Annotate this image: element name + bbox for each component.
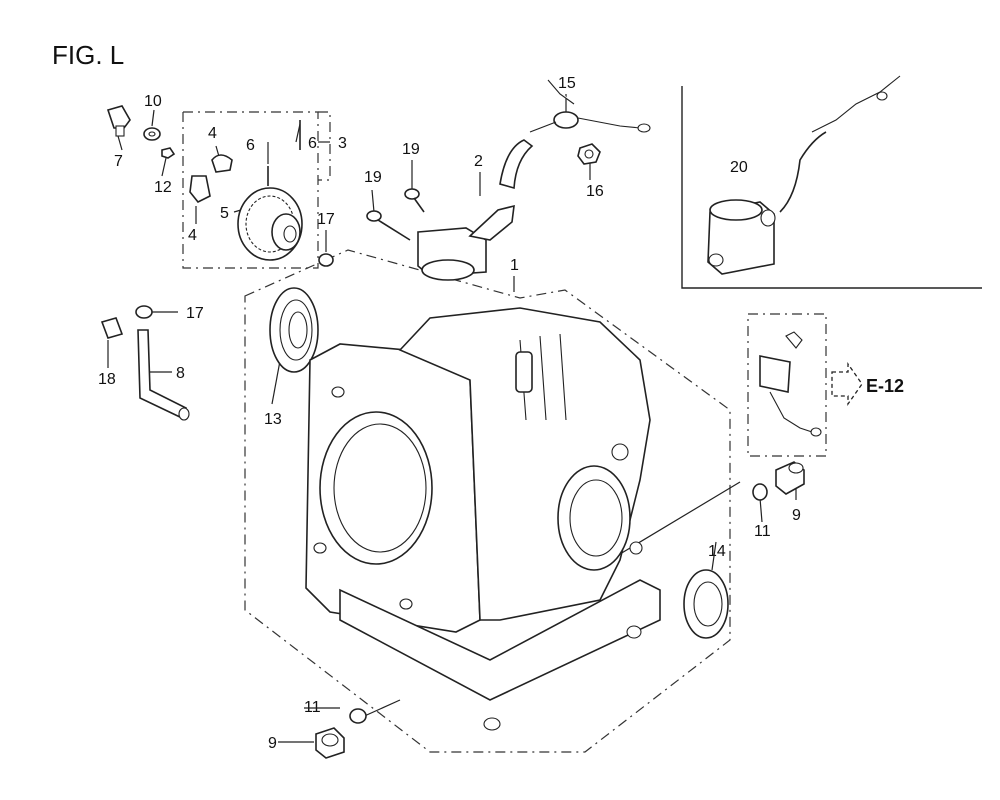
callout-3: 3 xyxy=(338,135,347,152)
callout-7: 7 xyxy=(114,153,123,170)
callout-19-left: 19 xyxy=(364,169,382,186)
callout-16: 16 xyxy=(586,183,604,200)
part-19-bolt-top xyxy=(404,188,425,213)
callout-9-bottom: 9 xyxy=(268,735,277,752)
reference-arrow xyxy=(831,361,863,407)
callout-9-right: 9 xyxy=(792,507,801,524)
callout-13: 13 xyxy=(264,411,282,428)
part-10-washer xyxy=(143,127,161,141)
callout-10: 10 xyxy=(144,93,162,110)
part-4-governor-weight-top xyxy=(211,154,233,173)
part-9-bolt-right xyxy=(775,461,805,495)
oil-alert-variant-box xyxy=(681,86,982,289)
part-17-nut-left xyxy=(135,305,153,319)
wiring-group-box xyxy=(747,313,827,457)
part-4-governor-weight-bottom xyxy=(189,175,211,204)
callout-12: 12 xyxy=(154,179,172,196)
part-5-governor-gear xyxy=(237,187,303,261)
callout-5: 5 xyxy=(220,205,229,222)
callout-15: 15 xyxy=(558,75,576,92)
part-7-plug xyxy=(106,105,131,137)
part-11-washer-bottom xyxy=(349,708,367,724)
wiring-connector xyxy=(759,331,822,437)
part-15-grommet xyxy=(529,79,651,133)
governor-group-box xyxy=(182,111,319,269)
part-19-bolt-left xyxy=(366,210,411,241)
callout-6-left: 6 xyxy=(246,137,255,154)
part-1-crankcase xyxy=(305,307,661,731)
callout-1: 1 xyxy=(510,257,519,274)
callout-4-top: 4 xyxy=(208,125,217,142)
callout-14: 14 xyxy=(708,543,726,560)
callout-8: 8 xyxy=(176,365,185,382)
part-9-bolt-bottom xyxy=(315,727,345,759)
part-18-clip xyxy=(100,317,124,339)
callout-4-bottom: 4 xyxy=(188,227,197,244)
part-17-nut-top xyxy=(318,253,334,267)
part-8-governor-arm-rod xyxy=(137,329,190,421)
part-20-oil-alert-unit xyxy=(707,75,901,275)
reference-label-e12: E-12 xyxy=(866,376,904,396)
callout-17-left: 17 xyxy=(186,305,204,322)
part-12-nut xyxy=(161,147,176,159)
governor-box-tab xyxy=(318,111,331,181)
part-14-oil-seal xyxy=(683,569,729,639)
part-11-washer-right xyxy=(752,483,768,501)
part-13-bearing xyxy=(269,287,319,373)
part-2-oil-level-switch xyxy=(417,139,534,281)
callout-6-right: 6 xyxy=(308,135,317,152)
callout-11-right: 11 xyxy=(754,523,771,540)
callout-2: 2 xyxy=(474,153,483,170)
figure-title: FIG. L xyxy=(52,40,125,70)
callout-17-top: 17 xyxy=(317,211,335,228)
callout-18: 18 xyxy=(98,371,116,388)
callout-19-top: 19 xyxy=(402,141,420,158)
part-16-nut xyxy=(577,143,601,165)
callout-20: 20 xyxy=(730,159,748,176)
